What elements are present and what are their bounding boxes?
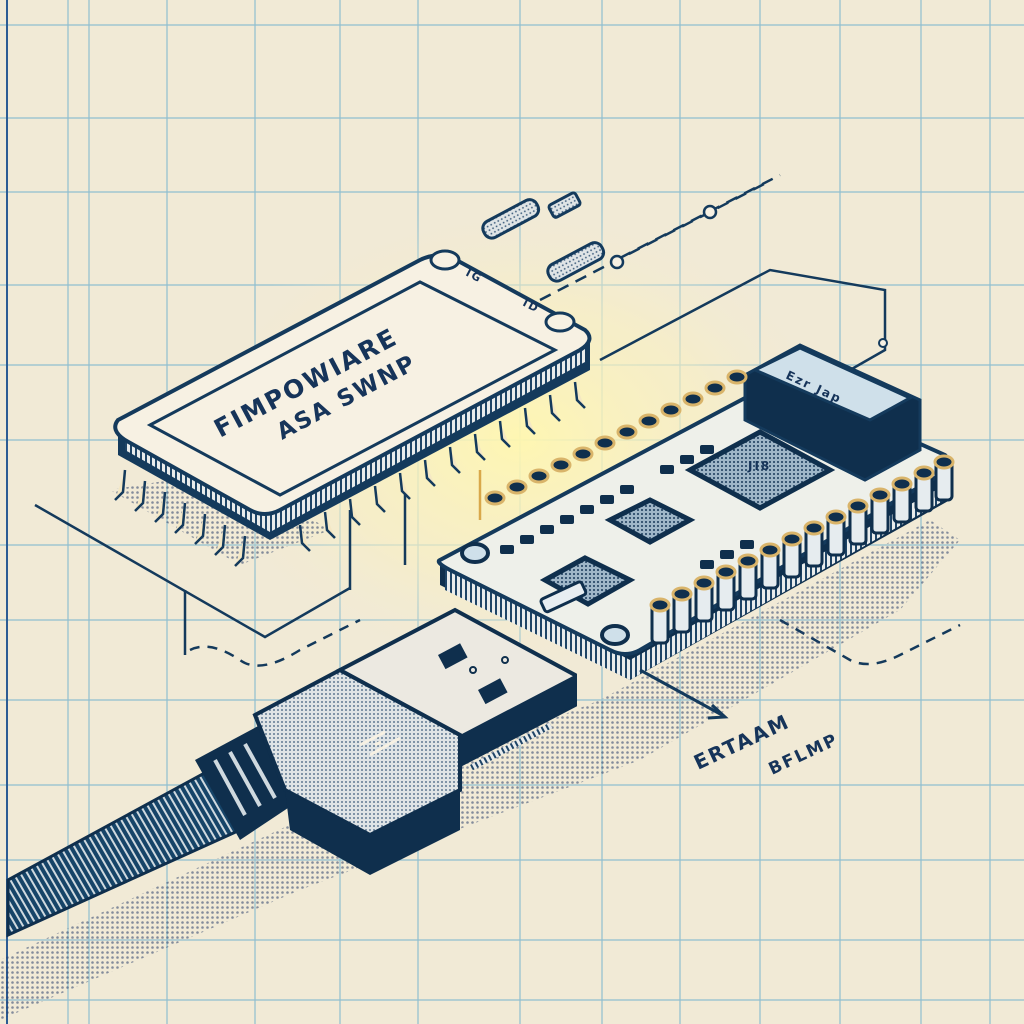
connector-dot-upper: [702, 204, 718, 220]
connector-dot-lower: [609, 254, 625, 270]
smd-components: [500, 445, 754, 569]
connector-dot-right: [878, 338, 888, 348]
chip-pins: [114, 381, 586, 567]
firmware-chip: IG ID FIMPOWIARE ASA SWNP: [113, 191, 606, 567]
main-ic: [684, 429, 836, 511]
reset-button: [539, 580, 588, 614]
main-ic-label: JI8: [747, 459, 771, 473]
header-pins-bottom: [649, 454, 955, 645]
header-pins-top: [484, 369, 748, 506]
chip-pegs: [481, 191, 606, 283]
microcontroller-board: Ezr Jap JI8: [436, 343, 955, 680]
usb-cable: [6, 607, 577, 938]
mid-ic: [604, 497, 696, 545]
usb-trident-icon: [359, 730, 401, 757]
construction-lines: [34, 173, 961, 667]
